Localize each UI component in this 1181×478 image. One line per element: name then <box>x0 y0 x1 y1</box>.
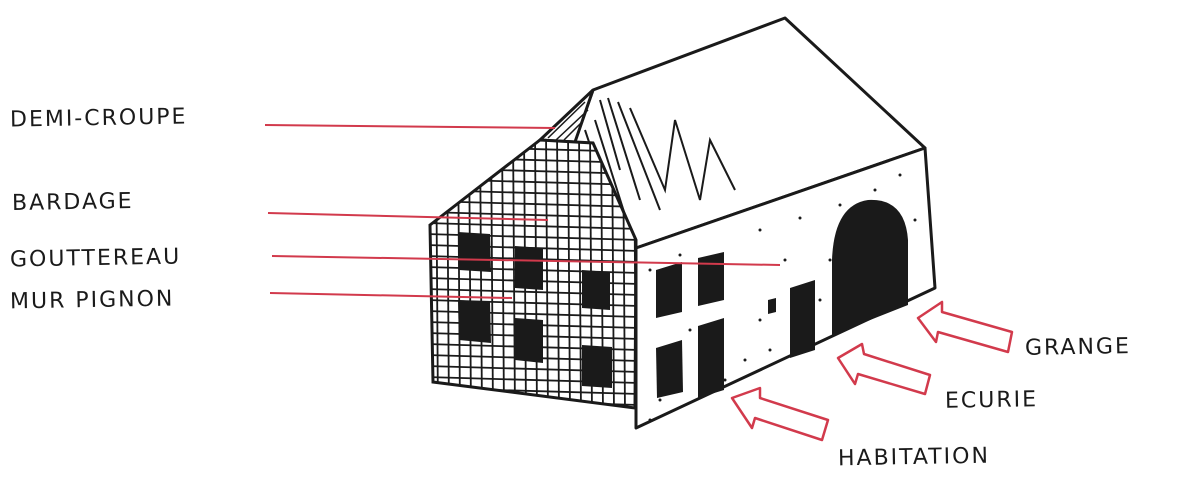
label-habitation: HABITATION <box>837 443 991 472</box>
label-mur-pignon: MUR PIGNON <box>9 286 175 315</box>
grid-line-vertical <box>512 140 516 408</box>
arrow-ecurie <box>836 342 932 396</box>
gable-windows <box>458 232 612 388</box>
label-demi-croupe: DEMI-CROUPE <box>9 104 188 133</box>
grid-line-vertical <box>545 140 549 408</box>
label-ecurie: ECURIE <box>944 387 1039 414</box>
small-vent <box>768 298 776 314</box>
grid-line-horizontal <box>425 410 640 416</box>
grid-line-horizontal <box>430 222 636 230</box>
leader-mur-pignon <box>269 292 513 299</box>
label-bardage: BARDAGE <box>11 188 134 217</box>
grid-line-vertical <box>425 130 427 415</box>
grid-line-horizontal <box>430 211 636 219</box>
label-grange: GRANGE <box>1024 334 1132 361</box>
grid-line-vertical <box>567 140 571 408</box>
grid-line-vertical <box>556 140 560 408</box>
leader-gouttereau <box>271 255 781 266</box>
label-gouttereau: GOUTTEREAU <box>9 244 182 273</box>
grid-line-horizontal <box>430 200 636 208</box>
pointer-arrows <box>730 300 1014 442</box>
arrow-habitation <box>730 386 830 442</box>
leader-lines <box>264 124 781 299</box>
leader-bardage <box>267 212 549 221</box>
arrow-grange <box>916 300 1014 354</box>
wall-speckles <box>648 173 917 422</box>
barn-door <box>832 199 908 335</box>
leader-demi-croupe <box>264 124 556 129</box>
grid-line-vertical <box>578 140 582 408</box>
gouttereau-openings <box>656 199 908 398</box>
